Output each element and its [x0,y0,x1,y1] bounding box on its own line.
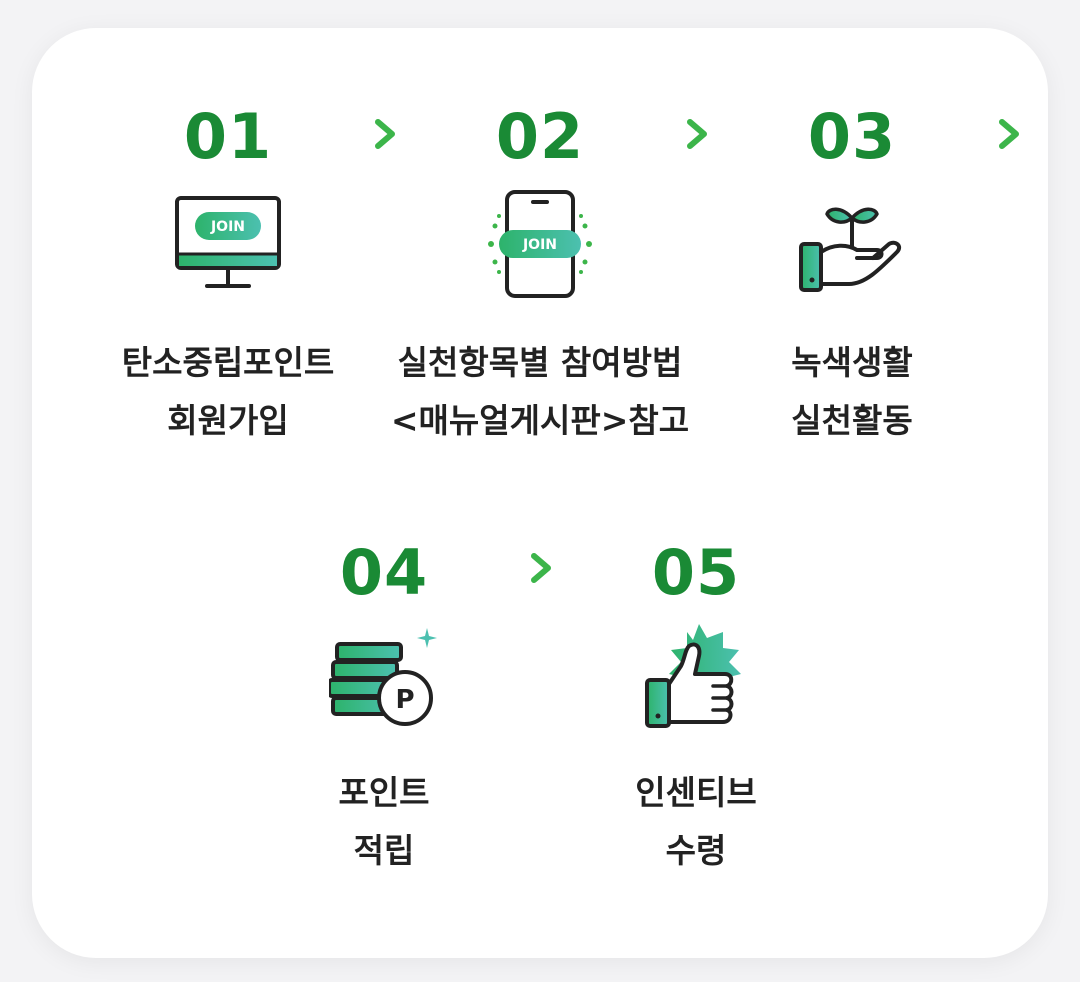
step-label: 포인트 적립 [338,773,430,870]
chevron-right-icon [687,119,707,149]
step-number: 03 [807,100,897,173]
step-number: 01 [183,100,273,173]
thumbs-up-icon [641,622,751,732]
phone-join-icon: JOIN [485,188,595,298]
step-number: 02 [495,100,585,173]
step-label: 실천항목별 참여방법 <매뉴얼게시판>참고 [390,343,690,440]
monitor-join-icon: JOIN [173,188,283,298]
join-badge-text: JOIN [210,219,245,235]
chevron-right-icon [531,553,551,583]
step-number: 04 [339,536,429,609]
coin-stack-icon: P [327,622,439,732]
point-badge-text: P [395,685,414,715]
step-number: 05 [651,536,741,609]
sprout-hand-icon [797,188,907,298]
join-badge-text: JOIN [522,237,557,253]
step-label: 인센티브 수령 [635,773,757,870]
steps-card [32,28,1048,958]
chevron-right-icon [999,119,1019,149]
step-label: 탄소중립포인트 회원가입 [121,343,335,440]
step-label: 녹색생활 실천활동 [791,343,913,440]
chevron-right-icon [375,119,395,149]
